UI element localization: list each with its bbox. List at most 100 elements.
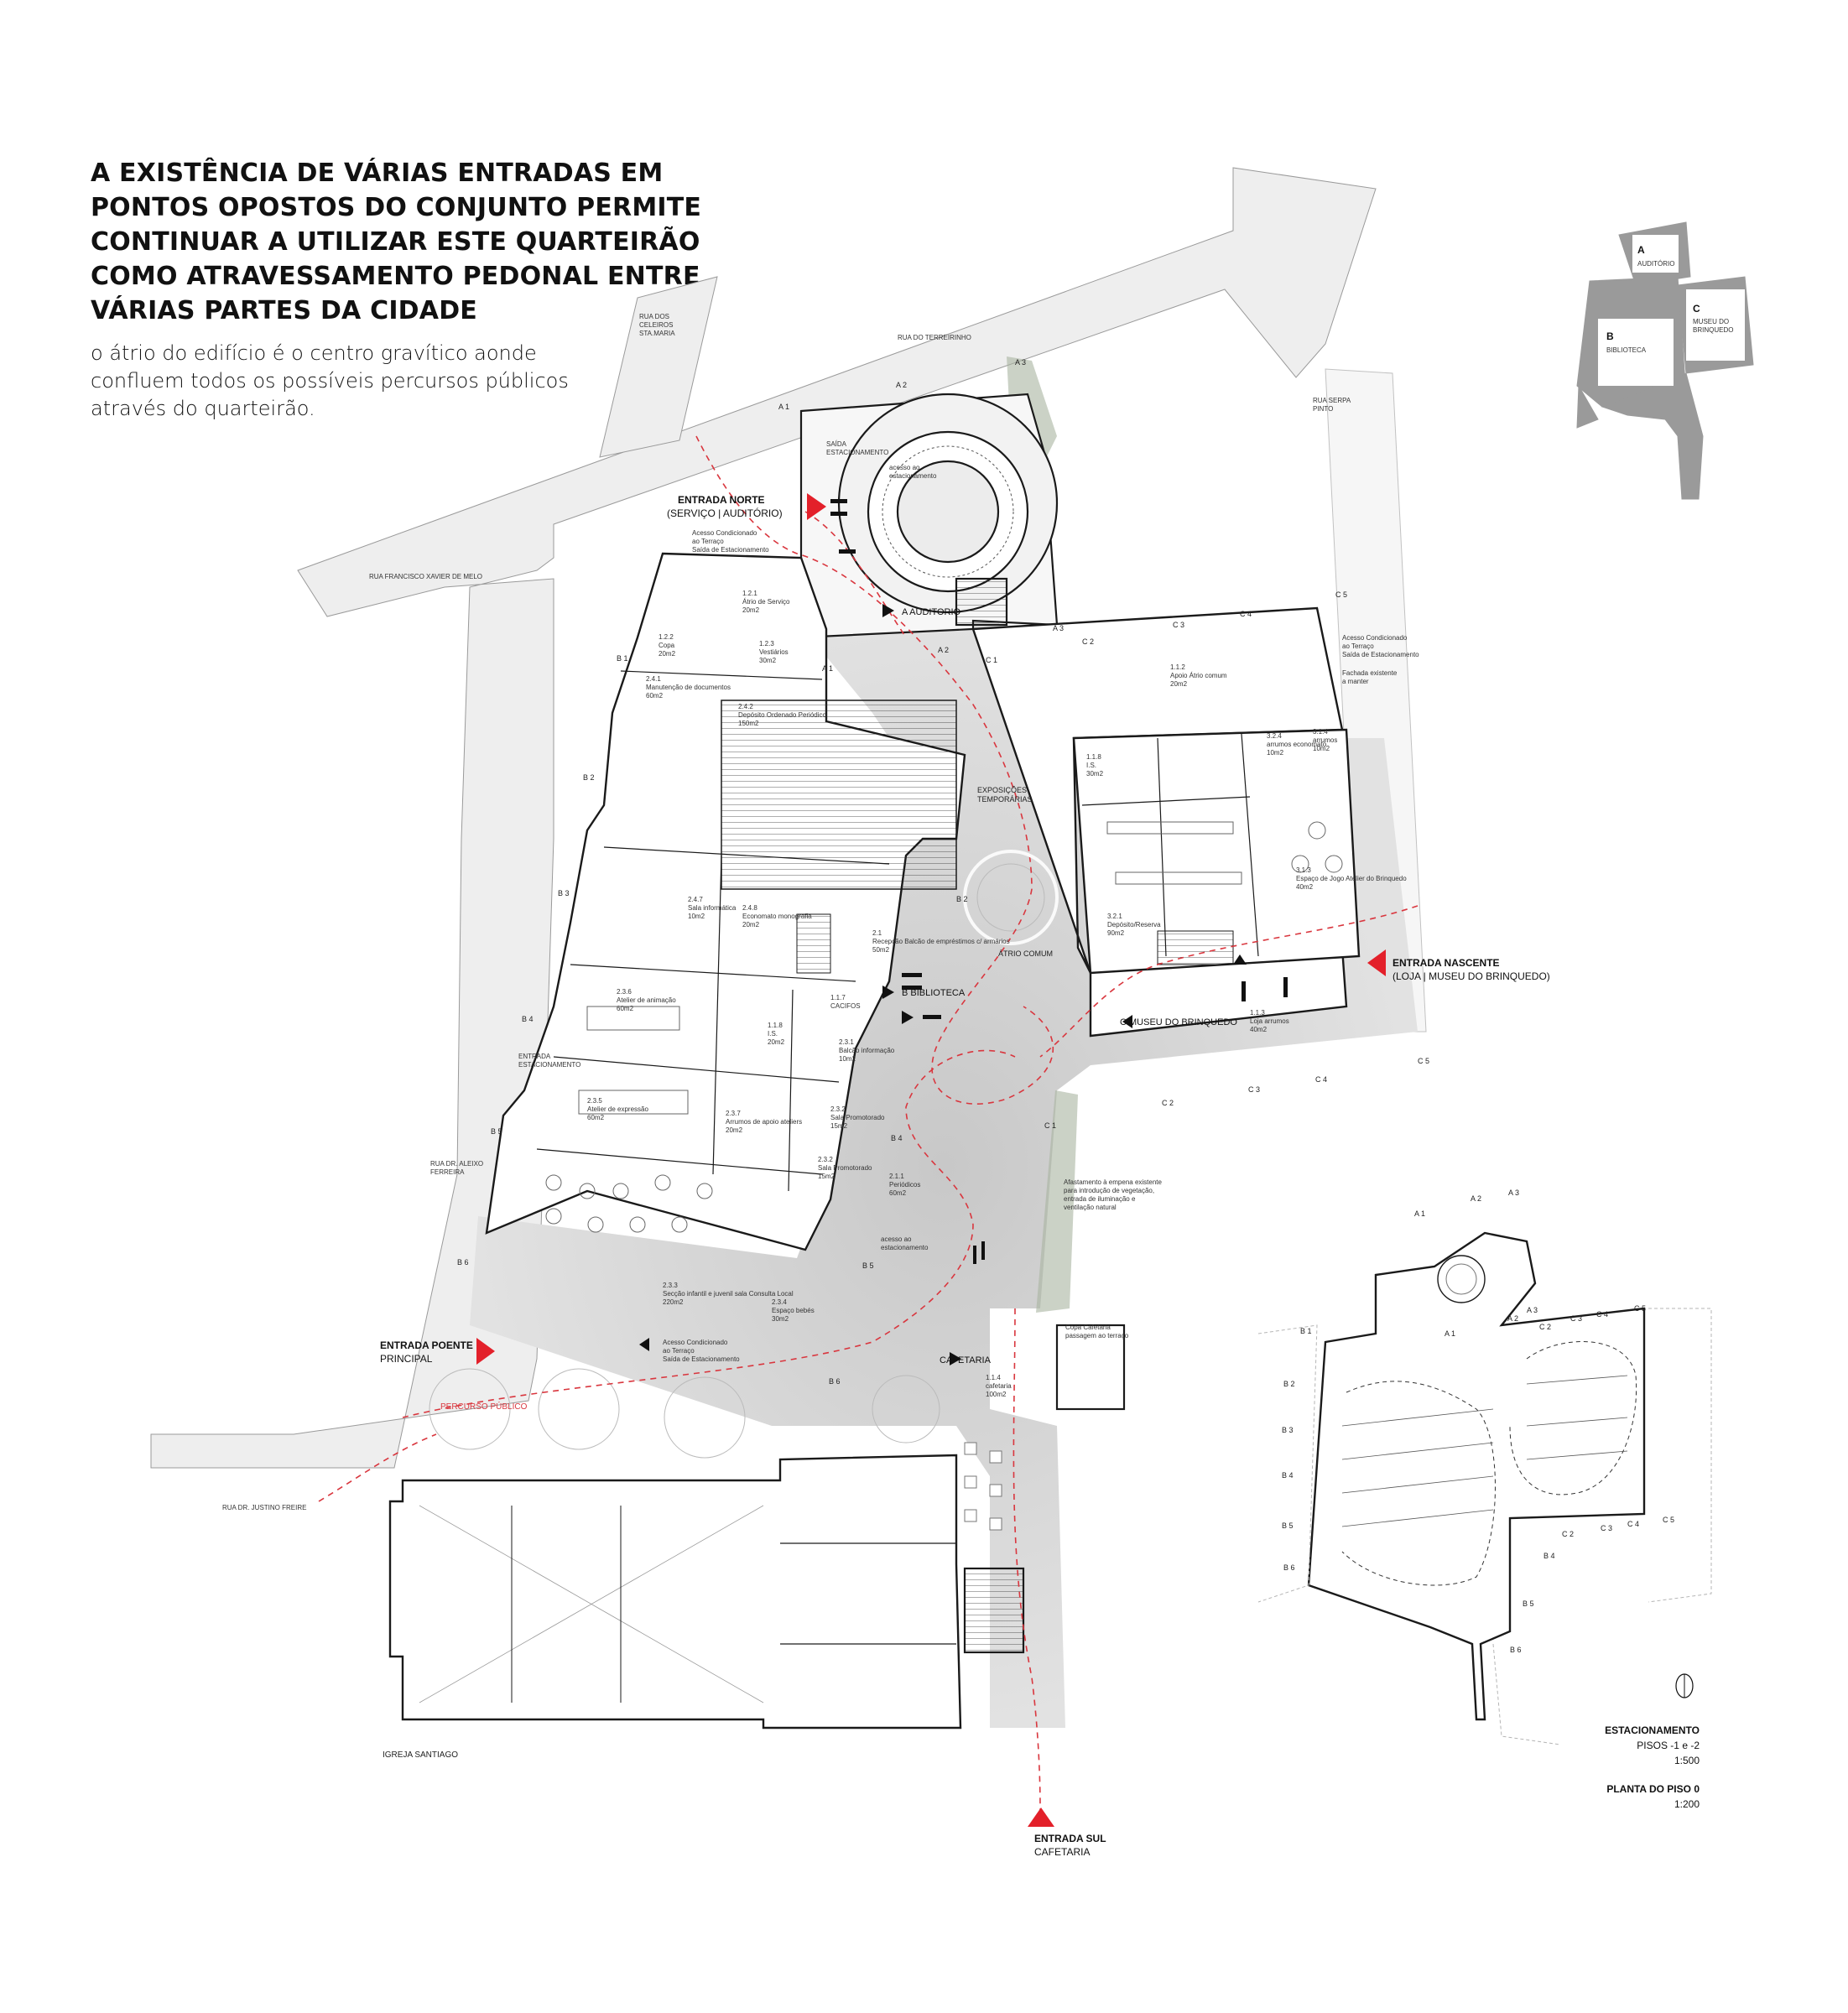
grid-labels: A 1 A 2 A 3 A 1 A 2 A 3 B 1 B 2 B 3 B 4 … <box>457 358 1674 1654</box>
parking-plan <box>1307 1231 1646 1721</box>
svg-text:2.3.1: 2.3.1 <box>839 1038 854 1046</box>
svg-text:2.4.1: 2.4.1 <box>646 675 661 683</box>
entrance-sul-title: ENTRADA SUL <box>1034 1833 1106 1844</box>
svg-text:220m2: 220m2 <box>663 1298 684 1306</box>
svg-text:C 2: C 2 <box>1082 637 1094 646</box>
street-celeiros-1: RUA DOS <box>639 313 669 320</box>
entrance-norte-marker <box>807 493 826 520</box>
legend-piso-scale: 1:200 <box>1674 1798 1700 1810</box>
svg-text:B 3: B 3 <box>558 889 570 897</box>
svg-text:B 1: B 1 <box>617 654 628 663</box>
key-c-name-1: MUSEU DO <box>1693 318 1729 325</box>
biblioteca-block <box>485 552 966 1251</box>
svg-text:1.1.8: 1.1.8 <box>1086 753 1101 761</box>
note-cafe-pass-2: passagem ao terraço <box>1065 1332 1129 1339</box>
svg-text:10m2: 10m2 <box>1267 749 1284 757</box>
svg-text:A 2: A 2 <box>1471 1194 1481 1203</box>
svg-text:Depósito/Reserva: Depósito/Reserva <box>1107 921 1161 928</box>
note-acesso-estac-top-2: estacionamento <box>889 472 937 480</box>
key-plan-fill <box>1598 235 1745 386</box>
library-furniture <box>545 1006 713 1233</box>
svg-text:Arrumos de apoio ateliers: Arrumos de apoio ateliers <box>726 1118 802 1126</box>
svg-text:20m2: 20m2 <box>659 650 676 658</box>
svg-text:A 3: A 3 <box>1053 624 1064 632</box>
svg-text:C 5: C 5 <box>1634 1304 1646 1313</box>
svg-text:1.1.7: 1.1.7 <box>830 994 846 1001</box>
svg-text:B 5: B 5 <box>1523 1599 1534 1608</box>
svg-text:1.1.4: 1.1.4 <box>986 1374 1001 1381</box>
note-saida-2: ESTACIONAMENTO <box>826 449 888 456</box>
entrance-nascente-title: ENTRADA NASCENTE <box>1393 957 1500 969</box>
vegetation-strip <box>1036 1090 1078 1313</box>
room-label: 1.1.8I.S.30m2 <box>1086 753 1104 778</box>
svg-text:Espaço bebés: Espaço bebés <box>772 1307 815 1314</box>
svg-text:2.3.4: 2.3.4 <box>772 1298 787 1306</box>
svg-text:Sala Promotorado: Sala Promotorado <box>830 1114 885 1121</box>
svg-text:Vestiários: Vestiários <box>759 648 789 656</box>
svg-text:30m2: 30m2 <box>1086 770 1104 778</box>
svg-text:I.S.: I.S. <box>768 1030 778 1038</box>
entrance-norte-title: ENTRADA NORTE <box>678 494 765 506</box>
svg-text:30m2: 30m2 <box>759 657 777 664</box>
svg-text:C 4: C 4 <box>1627 1520 1639 1528</box>
svg-text:1.2.1: 1.2.1 <box>742 590 757 597</box>
note-sul-acesso-1: Acesso Condicionado <box>663 1339 728 1346</box>
svg-text:A 2: A 2 <box>938 646 949 654</box>
svg-text:B 6: B 6 <box>1283 1563 1295 1572</box>
key-a-letter: A <box>1637 244 1645 256</box>
svg-text:Apoio Átrio comum: Apoio Átrio comum <box>1170 672 1227 679</box>
svg-text:1.1.2: 1.1.2 <box>1170 663 1185 671</box>
svg-text:Manutenção de documentos: Manutenção de documentos <box>646 684 731 691</box>
legend-estac-title: ESTACIONAMENTO <box>1605 1724 1700 1736</box>
street-francisco: RUA FRANCISCO XAVIER DE MELO <box>369 573 482 580</box>
svg-text:C 5: C 5 <box>1663 1516 1674 1524</box>
key-a-name: AUDITÓRIO <box>1637 260 1674 268</box>
svg-text:50m2: 50m2 <box>872 946 890 954</box>
svg-text:A 2: A 2 <box>896 381 907 389</box>
entrance-sul-marker <box>1028 1808 1054 1827</box>
street-serpa-1: RUA SERPA <box>1313 397 1351 404</box>
svg-text:Sala Promotorado: Sala Promotorado <box>818 1164 872 1172</box>
street-serpa-2: PINTO <box>1313 405 1333 413</box>
svg-text:Secção infantil e juvenil sala: Secção infantil e juvenil sala Consulta … <box>663 1290 794 1298</box>
zone-exposicoes-1: EXPOSIÇÕES <box>977 786 1027 794</box>
svg-text:1.1.8: 1.1.8 <box>768 1022 783 1029</box>
svg-text:B 5: B 5 <box>1282 1521 1294 1530</box>
svg-text:A 3: A 3 <box>1508 1189 1519 1197</box>
entrance-poente-marker <box>476 1338 495 1365</box>
zone-biblioteca: B BIBLIOTECA <box>902 988 966 998</box>
note-afast-2: para introdução de vegetação, <box>1064 1187 1154 1194</box>
svg-text:Periódicos: Periódicos <box>889 1181 920 1189</box>
svg-text:2.1: 2.1 <box>872 929 882 937</box>
svg-text:2.4.2: 2.4.2 <box>738 703 753 710</box>
svg-text:15m2: 15m2 <box>818 1173 836 1180</box>
svg-text:1.2.3: 1.2.3 <box>759 640 774 648</box>
parking-ramps <box>1341 1341 1637 1586</box>
svg-text:B 3: B 3 <box>1282 1426 1294 1434</box>
entrance-norte-sub: (SERVIÇO | AUDITÓRIO) <box>667 507 783 519</box>
note-afast-1: Afastamento à empena existente <box>1064 1178 1163 1186</box>
entrance-markers <box>476 493 1386 1827</box>
legend-piso-title: PLANTA DO PISO 0 <box>1606 1783 1700 1795</box>
street-terreirinho: RUA DO TERREIRINHO <box>898 334 971 341</box>
svg-text:20m2: 20m2 <box>742 606 760 614</box>
door-marks <box>830 499 1288 1264</box>
zone-percurso: PERCURSO PÚBLICO <box>440 1401 528 1412</box>
svg-text:2.3.2: 2.3.2 <box>818 1156 833 1163</box>
cafetaria-block <box>963 1324 1126 1654</box>
svg-text:B 6: B 6 <box>457 1258 469 1267</box>
svg-text:3.1.4: 3.1.4 <box>1313 728 1328 736</box>
svg-text:Copa: Copa <box>659 642 675 649</box>
svg-text:Economato monografia: Economato monografia <box>742 913 812 920</box>
